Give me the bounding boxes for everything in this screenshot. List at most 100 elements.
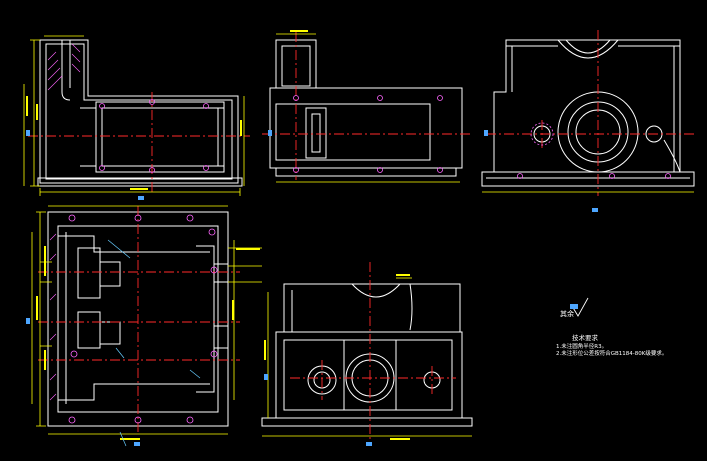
hole-v2-5: [377, 167, 383, 173]
dimval-8: [44, 350, 46, 370]
dimval-3: [240, 120, 242, 136]
view3-outline: [493, 39, 681, 173]
dimval-9: [236, 248, 260, 250]
marker-6: [26, 318, 30, 324]
hole-v4-5: [134, 416, 142, 424]
hole-v2-6: [437, 167, 443, 173]
view5-post: [283, 284, 293, 332]
hole-v1-3: [203, 103, 209, 109]
hole-v2-1: [293, 95, 299, 101]
view4-rib-2: [77, 311, 101, 349]
dimval-10: [232, 300, 234, 320]
dim-view4-left: [36, 211, 46, 427]
view1-column-inner: [45, 43, 233, 180]
view1-column-outline: [39, 39, 239, 184]
view4-step-top: [58, 235, 210, 253]
view3-saddle-inner: [565, 39, 611, 54]
marker-3: [268, 130, 272, 136]
dimension-value-marks: [26, 30, 410, 440]
roughness-note: 其余: [560, 309, 574, 318]
dim-view4-leader-1: [228, 247, 262, 283]
hole-v3-3: [665, 173, 671, 179]
hole-v2-3: [437, 95, 443, 101]
hole-v4-9: [70, 350, 78, 358]
view-front-section: [37, 39, 243, 187]
hole-v1-5: [149, 167, 155, 173]
datum-markers: [26, 130, 598, 446]
view1-base: [37, 177, 243, 187]
view4-rib-1: [77, 247, 101, 299]
dimval-11: [120, 438, 140, 440]
hole-v4-8: [210, 350, 218, 358]
roughness-symbol: [571, 297, 589, 317]
dimval-2: [36, 104, 38, 120]
view1-cavity: [95, 101, 225, 173]
dimval-4: [130, 188, 148, 190]
hole-v4-2: [134, 214, 142, 222]
view2-body: [269, 87, 463, 169]
view-front: [261, 283, 473, 427]
view2-body-inner: [275, 103, 431, 161]
dimval-1: [26, 96, 28, 116]
section-hatching: [47, 43, 81, 401]
center-lines: [28, 30, 694, 440]
view5-upper: [283, 283, 461, 333]
view1-right-boss: [212, 107, 225, 167]
hole-v2-4: [293, 167, 299, 173]
view-end: [481, 39, 695, 187]
tech-line-2: 2.未注形位公差按符合GB1184-80K级要求。: [556, 349, 667, 357]
tech-line-1: 1.未注圆角半径R3。: [556, 342, 607, 350]
dimval-12: [264, 340, 266, 360]
view5-leader-curve: [409, 283, 413, 331]
view3-base: [481, 171, 695, 187]
leader-3: [189, 369, 201, 379]
dimension-lines: [23, 33, 694, 437]
view4-bosses: [100, 261, 121, 345]
roughness-symbol-mark: [570, 304, 578, 309]
hole-v4-1: [68, 214, 76, 222]
dim-view1-left: [30, 39, 40, 187]
hatch-view4: [49, 233, 57, 401]
marker-1: [26, 130, 30, 136]
view1-step: [61, 40, 71, 101]
leader-4: [119, 431, 127, 447]
view5-saddle: [351, 283, 401, 298]
dimval-13: [390, 438, 410, 440]
hole-v4-10: [208, 228, 216, 236]
tech-title: 技术要求: [572, 333, 599, 342]
marker-5: [592, 208, 598, 212]
view3-saddle: [557, 39, 619, 59]
view3-wall: [511, 46, 675, 172]
view5-base: [261, 417, 473, 427]
view4-right-box: [196, 245, 215, 393]
hole-v4-4: [68, 416, 76, 424]
hole-v1-4: [99, 165, 105, 171]
view2-slot: [305, 107, 327, 159]
view1-cavity-inner: [101, 107, 219, 167]
hole-v4-7: [210, 266, 218, 274]
dimval-6: [44, 246, 46, 276]
marker-4: [484, 130, 488, 136]
view2-slot-inner: [311, 113, 321, 153]
marker-8: [264, 374, 268, 380]
view2-base: [275, 167, 457, 177]
hole-v4-3: [186, 214, 194, 222]
marker-2: [138, 196, 144, 200]
gear-outer: [530, 122, 554, 146]
dimval-5: [290, 30, 308, 32]
view5-body: [275, 331, 463, 419]
marker-7: [134, 442, 140, 446]
hatch-view1: [47, 43, 81, 91]
hole-v3-2: [609, 173, 615, 179]
view3-curve: [663, 139, 681, 173]
view4-right-flange: [214, 263, 228, 349]
view-side: [269, 39, 463, 177]
hole-v1-2: [149, 99, 155, 105]
hole-v1-1: [99, 103, 105, 109]
dim-view1-bottom: [39, 188, 241, 196]
dimval-7: [36, 296, 38, 320]
leader-1: [107, 239, 131, 259]
hole-v1-6: [203, 165, 209, 171]
tech-notes: 其余 技术要求 1.未注圆角半径R3。 2.未注形位公差按符合GB1184-80…: [556, 297, 667, 357]
